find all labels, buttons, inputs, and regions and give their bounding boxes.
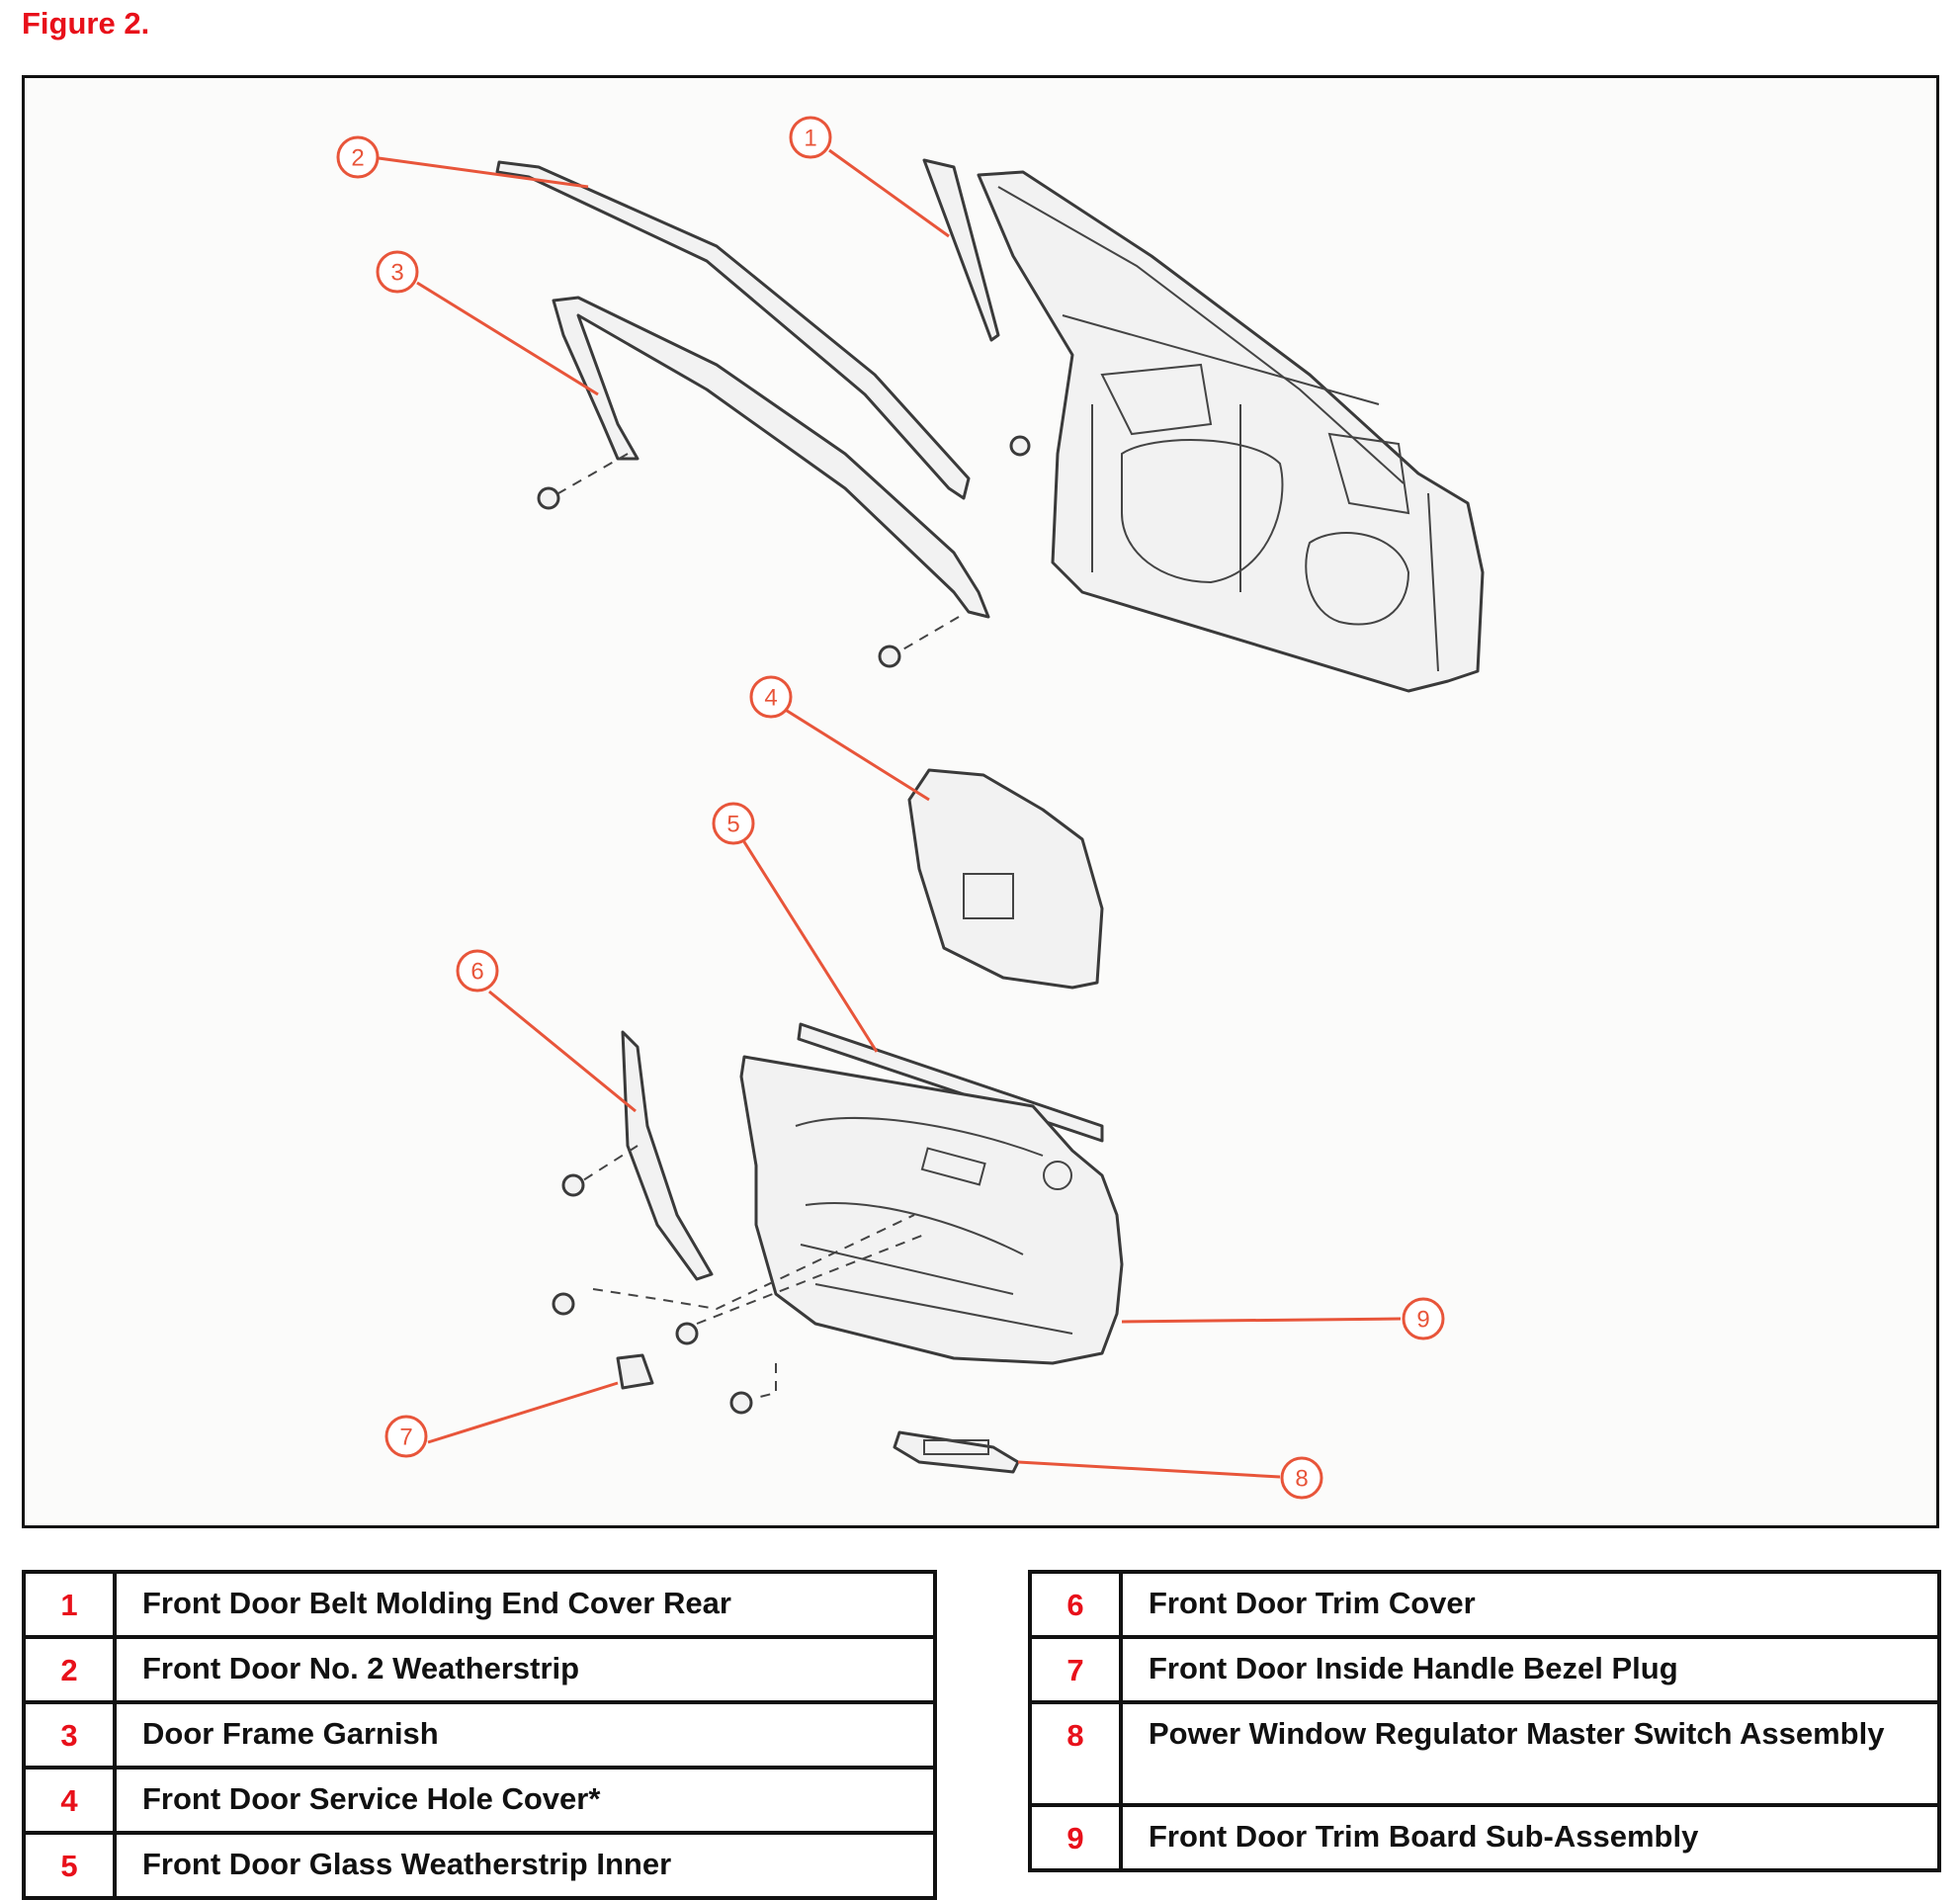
service-hole-cover <box>907 768 1104 990</box>
legend-row: 2 Front Door No. 2 Weatherstrip <box>22 1635 937 1704</box>
legend-number: 1 <box>22 1570 117 1639</box>
screw-icon <box>561 1173 585 1197</box>
trim-board <box>739 1055 1124 1365</box>
legend-number: 8 <box>1028 1700 1123 1807</box>
legend-number: 4 <box>22 1766 117 1835</box>
svg-text:5: 5 <box>726 812 739 838</box>
door-frame-garnish <box>552 296 990 619</box>
legend-name: Door Frame Garnish <box>113 1700 937 1770</box>
svg-text:9: 9 <box>1416 1307 1429 1334</box>
legend-row: 6 Front Door Trim Cover <box>1028 1570 1941 1639</box>
clip-icon <box>1009 435 1031 457</box>
figure-title: Figure 2. <box>22 6 150 41</box>
legend-row: 8 Power Window Regulator Master Switch A… <box>1028 1700 1941 1807</box>
door-panel-illustration <box>977 170 1485 693</box>
legend-row: 7 Front Door Inside Handle Bezel Plug <box>1028 1635 1941 1704</box>
svg-text:4: 4 <box>764 685 777 712</box>
legend-row: 3 Door Frame Garnish <box>22 1700 937 1770</box>
switch-recess <box>920 1147 986 1186</box>
callout-2: 2 <box>336 135 380 179</box>
legend-number: 3 <box>22 1700 117 1770</box>
clip-icon <box>878 645 901 668</box>
svg-text:1: 1 <box>804 126 816 152</box>
legend-name: Front Door Service Hole Cover* <box>113 1766 937 1835</box>
callout-4: 4 <box>749 675 793 719</box>
svg-text:7: 7 <box>399 1425 412 1451</box>
legend-number: 5 <box>22 1831 117 1900</box>
legend-name: Front Door Glass Weatherstrip Inner <box>113 1831 937 1900</box>
switch-buttons <box>923 1439 989 1455</box>
legend-name: Front Door Trim Board Sub-Assembly <box>1119 1803 1941 1872</box>
diagram-canvas: 1 2 3 4 5 6 7 8 9 <box>336 116 1485 1500</box>
callout-7: 7 <box>384 1415 428 1458</box>
belt-molding-end-cover <box>922 158 1000 342</box>
legend-number: 7 <box>1028 1635 1123 1704</box>
legend-name: Front Door Trim Cover <box>1119 1570 1941 1639</box>
screw-icon <box>729 1391 753 1415</box>
master-switch <box>893 1430 1020 1474</box>
legend-name: Power Window Regulator Master Switch Ass… <box>1119 1700 1941 1807</box>
callout-8: 8 <box>1280 1456 1323 1500</box>
callout-6: 6 <box>456 949 499 993</box>
svg-text:8: 8 <box>1295 1466 1308 1493</box>
exploded-door-diagram: 1 2 3 4 5 6 7 8 9 <box>22 75 1939 1528</box>
legend-table-right: 6 Front Door Trim Cover 7 Front Door Ins… <box>1028 1570 1941 1872</box>
legend-name: Front Door Belt Molding End Cover Rear <box>113 1570 937 1639</box>
screw-icon <box>675 1322 699 1345</box>
callout-5: 5 <box>712 802 755 845</box>
legend-row: 4 Front Door Service Hole Cover* <box>22 1766 937 1835</box>
callout-1: 1 <box>789 116 832 159</box>
svg-text:6: 6 <box>470 959 483 986</box>
clip-icon <box>537 486 560 510</box>
legend-number: 6 <box>1028 1570 1123 1639</box>
callout-9: 9 <box>1402 1297 1445 1340</box>
legend-row: 1 Front Door Belt Molding End Cover Rear <box>22 1570 937 1639</box>
svg-text:2: 2 <box>351 145 364 172</box>
legend-name: Front Door No. 2 Weatherstrip <box>113 1635 937 1704</box>
handle-bezel-plug <box>616 1353 654 1390</box>
screw-icon <box>552 1292 575 1316</box>
cover-opening <box>963 873 1014 919</box>
legend-number: 2 <box>22 1635 117 1704</box>
callout-3: 3 <box>376 250 419 294</box>
trim-cover <box>621 1030 714 1281</box>
legend-table-left: 1 Front Door Belt Molding End Cover Rear… <box>22 1570 937 1900</box>
weatherstrip-no2 <box>495 160 971 500</box>
legend-number: 9 <box>1028 1803 1123 1872</box>
svg-text:3: 3 <box>390 260 403 287</box>
legend-row: 5 Front Door Glass Weatherstrip Inner <box>22 1831 937 1900</box>
legend-row: 9 Front Door Trim Board Sub-Assembly <box>1028 1803 1941 1872</box>
legend-name: Front Door Inside Handle Bezel Plug <box>1119 1635 1941 1704</box>
